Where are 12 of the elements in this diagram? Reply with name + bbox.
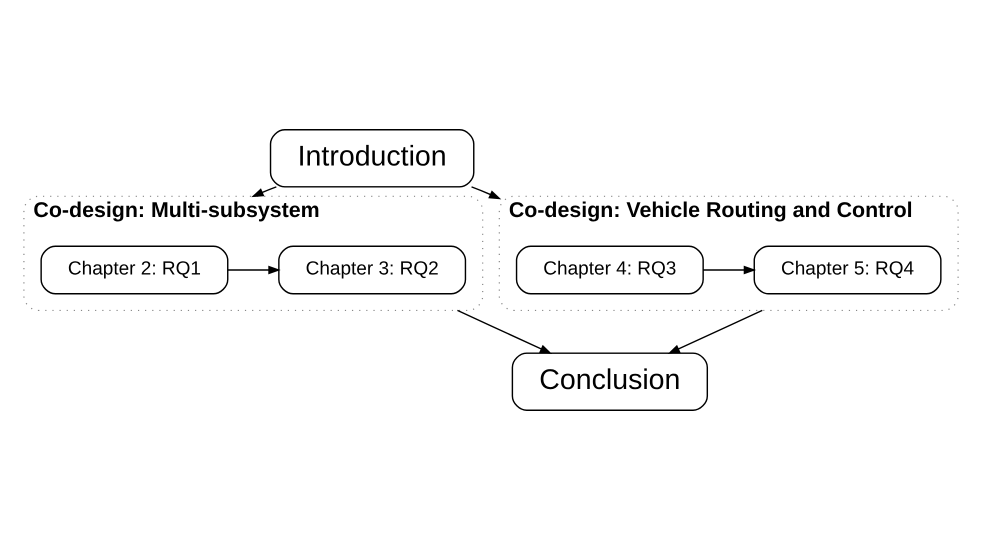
node-box: Conclusion xyxy=(512,352,708,410)
arrow xyxy=(471,186,502,199)
node-box: Chapter 5: RQ4 xyxy=(754,245,942,294)
arrow xyxy=(457,309,552,354)
arrow xyxy=(251,186,277,197)
node-box: Introduction xyxy=(270,128,474,188)
arrow xyxy=(228,265,281,274)
arrow xyxy=(668,309,763,354)
node-box: Chapter 2: RQ1 xyxy=(40,245,228,294)
arrow xyxy=(703,265,756,274)
node-box: Chapter 4: RQ3 xyxy=(516,245,704,294)
node-box: Chapter 3: RQ2 xyxy=(278,245,466,294)
